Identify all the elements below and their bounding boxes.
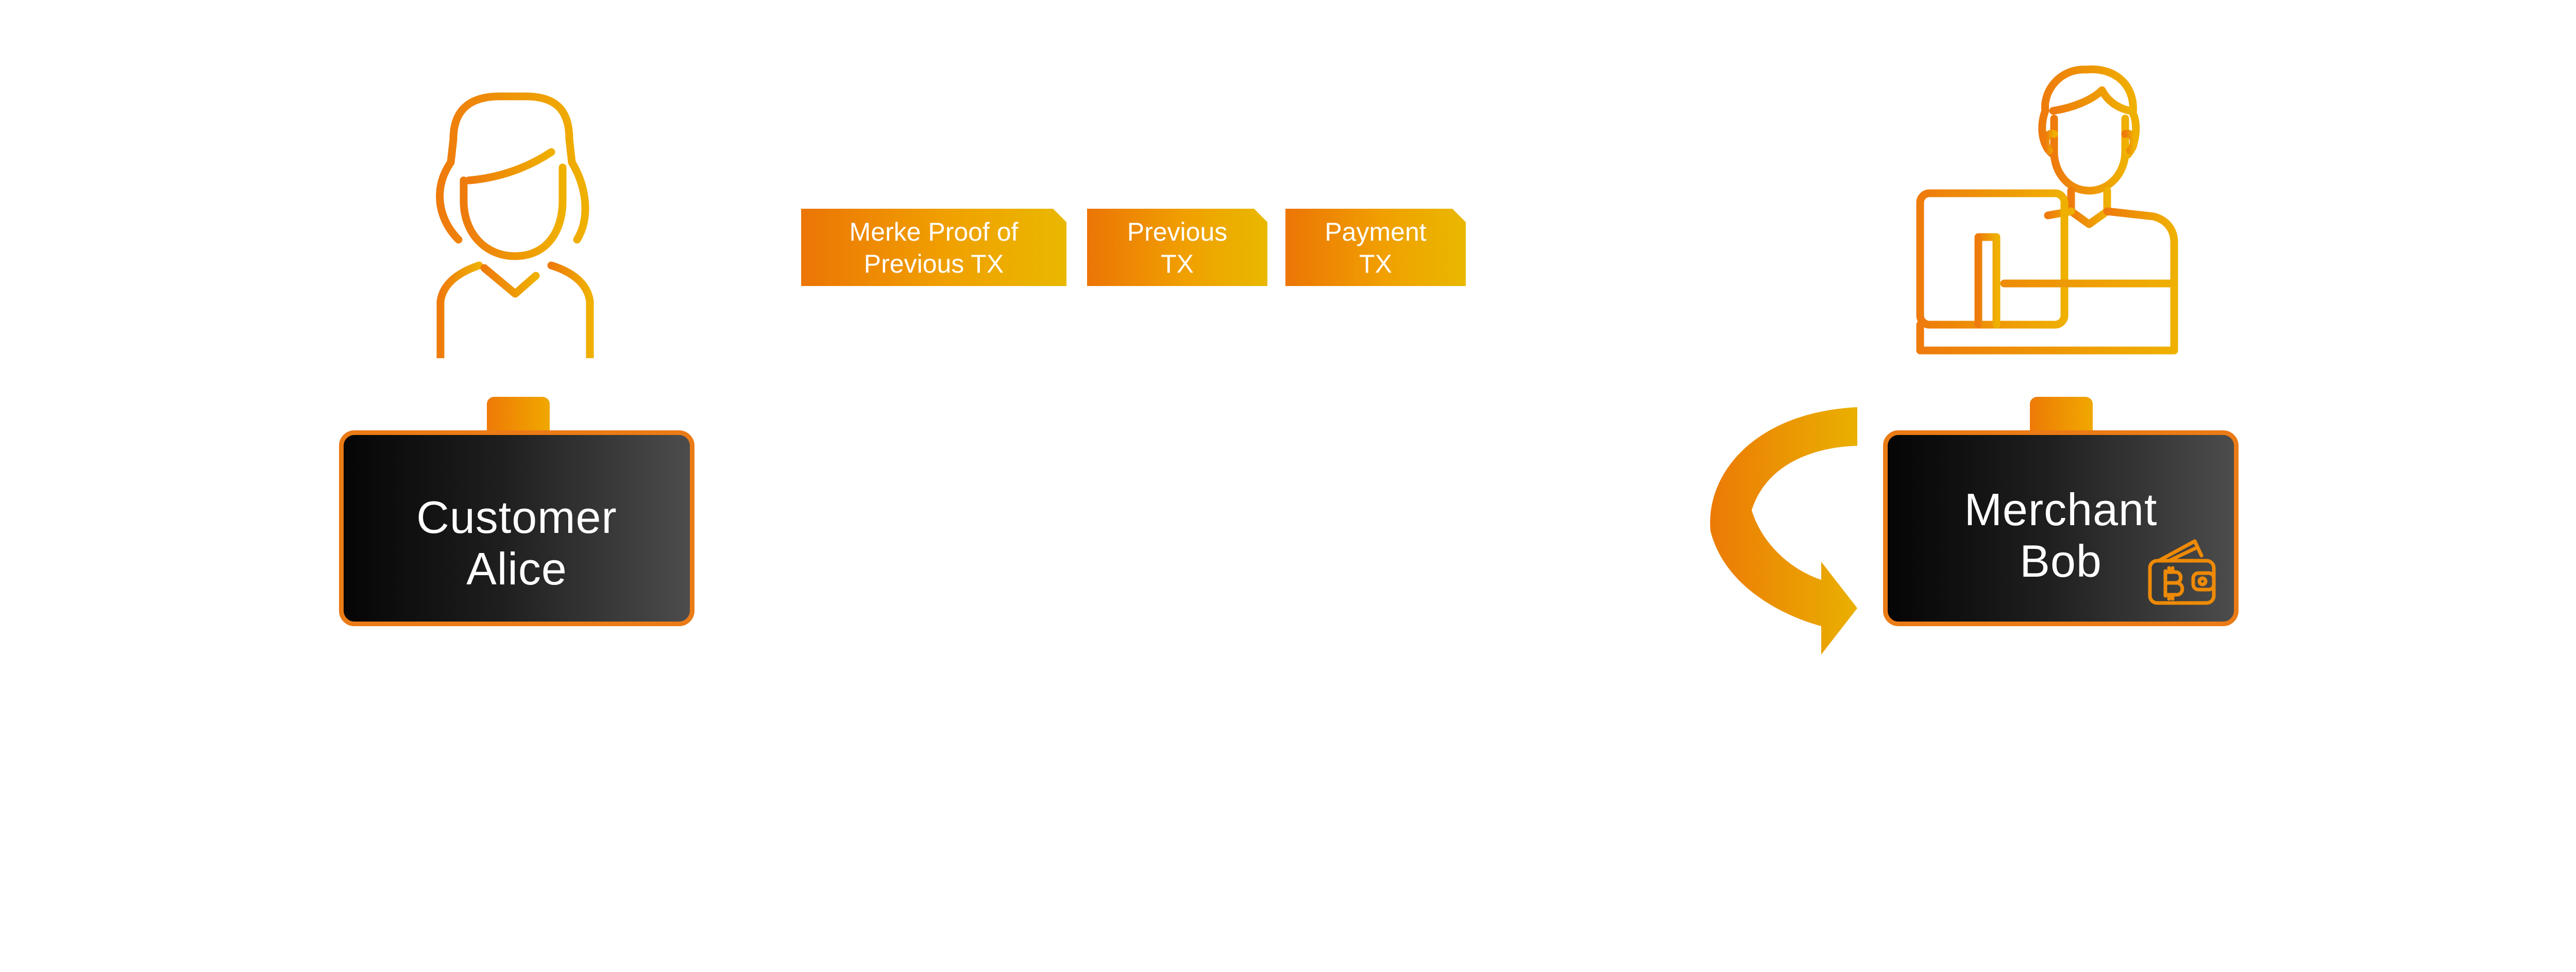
document-payment-tx: Payment TX <box>1285 209 1466 286</box>
customer-role-label: Customer <box>416 492 617 543</box>
curved-arrow-icon <box>1710 407 1857 655</box>
customer-card: Customer Alice <box>339 430 694 626</box>
document-previous-tx-line1: Previous <box>1127 217 1228 246</box>
document-previous-tx-line2: TX <box>1161 249 1194 278</box>
document-payment-tx-line1: Payment <box>1325 217 1427 246</box>
merchant-name-label: Bob <box>2020 535 2102 586</box>
merchant-role-label: Merchant <box>1964 484 2158 535</box>
document-merkle-proof-line2: Previous TX <box>863 249 1004 278</box>
document-merkle-proof-line1: Merke Proof of <box>849 217 1019 246</box>
man-at-computer-icon <box>1916 65 2178 355</box>
document-merkle-proof: Merke Proof of Previous TX <box>801 209 1066 286</box>
customer-name-label: Alice <box>466 543 567 594</box>
woman-user-icon <box>436 92 594 358</box>
bitcoin-wallet-icon <box>2148 539 2216 605</box>
document-previous-tx: Previous TX <box>1087 209 1267 286</box>
document-payment-tx-line2: TX <box>1359 249 1392 278</box>
